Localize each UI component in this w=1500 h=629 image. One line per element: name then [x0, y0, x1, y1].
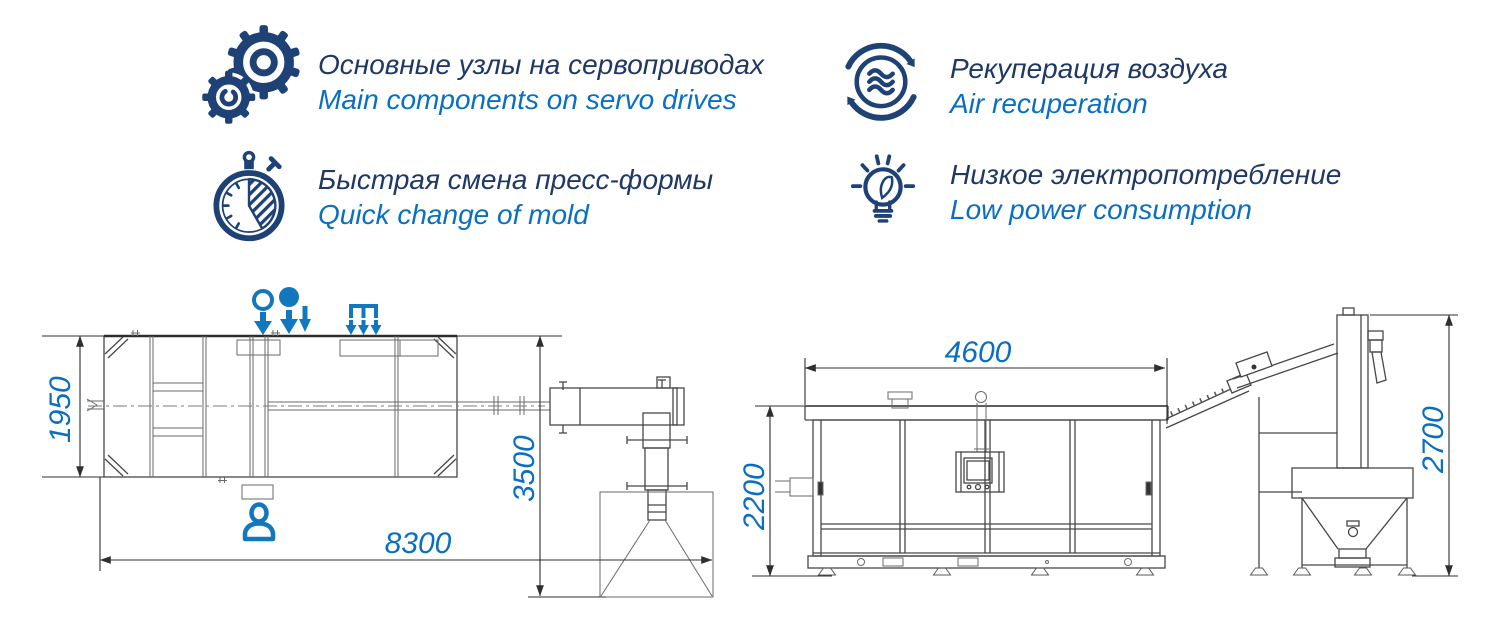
- hmi-panel: [955, 451, 1005, 493]
- dimension-label-2200: 2200: [738, 463, 771, 531]
- machine-side-view-drawing: 4600 2200 2700: [738, 307, 1458, 577]
- feature-air-title-en: Air recuperation: [950, 88, 1148, 119]
- feature-low-power: Низкое электропотребление Low power cons…: [950, 158, 1341, 226]
- dimension-label-2700: 2700: [1417, 406, 1450, 474]
- eco-lightbulb-icon: [850, 154, 916, 223]
- feature-mold-title-en: Quick change of mold: [318, 199, 589, 230]
- elevator-and-hopper: [1165, 307, 1414, 568]
- preform-in-marker: [252, 289, 274, 311]
- machine-top-view-drawing: 1950 8300 3500: [42, 287, 714, 598]
- feature-servo-title-ru: Основные узлы на сервоприводах: [318, 49, 764, 80]
- feature-mold-change: Быстрая смена пресс-формы Quick change o…: [318, 163, 713, 231]
- dimension-label-1950: 1950: [44, 376, 77, 443]
- dimension-label-3500: 3500: [508, 435, 541, 502]
- feature-air-recuperation: Рекуперация воздуха Air recuperation: [950, 52, 1228, 120]
- feature-servo-drives: Основные узлы на сервоприводах Main comp…: [318, 48, 764, 116]
- feature-power-title-en: Low power consumption: [950, 194, 1252, 225]
- feature-mold-title-ru: Быстрая смена пресс-формы: [318, 164, 714, 195]
- feature-servo-title-en: Main components on servo drives: [318, 84, 737, 115]
- side-view-dimensions: [752, 314, 1458, 577]
- operator-icon: [242, 502, 276, 542]
- air-recuperation-icon: [845, 42, 917, 121]
- feature-power-title-ru: Низкое электропотребление: [950, 159, 1342, 190]
- dimension-label-8300: 8300: [385, 527, 452, 560]
- feature-air-title-ru: Рекуперация воздуха: [950, 53, 1228, 84]
- top-view-dimensions: [42, 335, 713, 598]
- bottle-marker: [279, 287, 299, 307]
- gears-icon: [202, 25, 300, 124]
- process-markers: [242, 287, 382, 542]
- air-vents-marker: [345, 304, 382, 335]
- dimension-label-4600: 4600: [945, 336, 1012, 369]
- stopwatch-icon: [213, 150, 285, 242]
